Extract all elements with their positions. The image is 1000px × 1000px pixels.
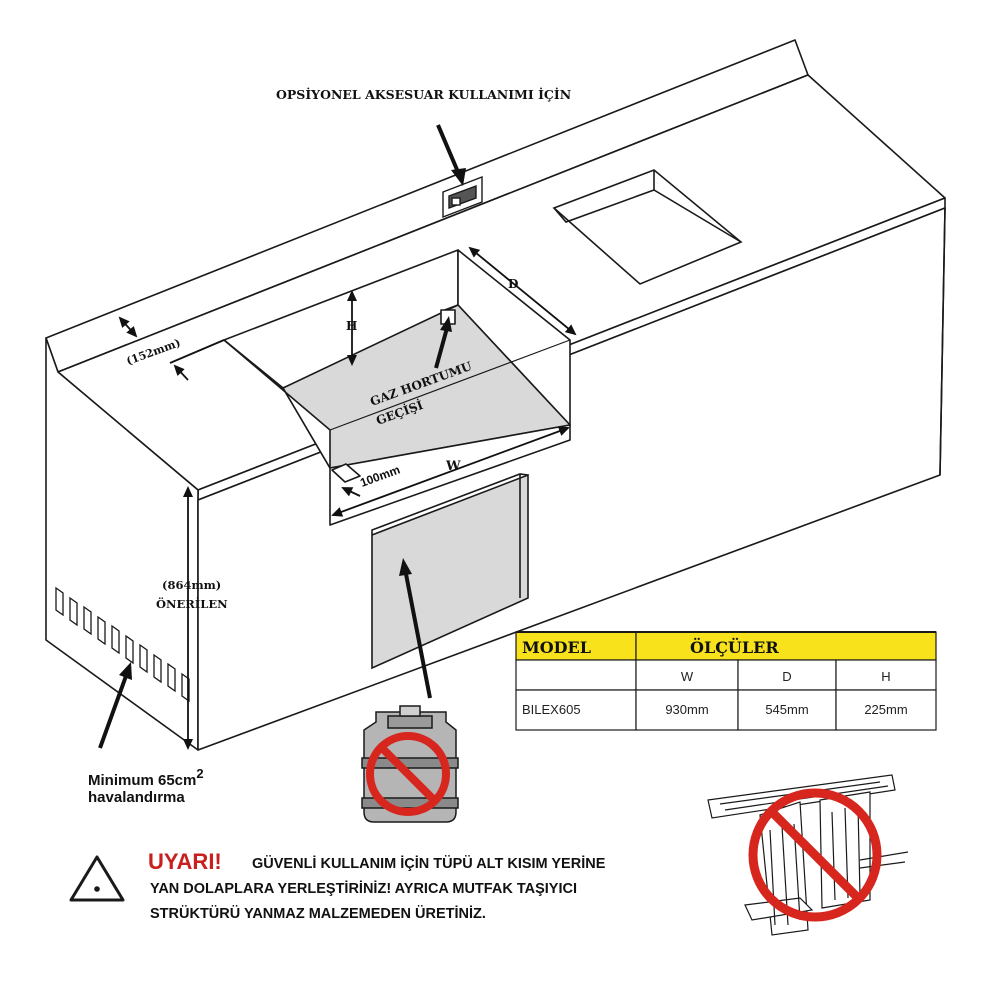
table-cell-model: BILEX605 [522,702,581,717]
table-subheader-h: H [881,669,890,684]
table-cell-w: 930mm [665,702,708,717]
warning-line1: GÜVENLİ KULLANIM İÇİN TÜPÜ ALT KISIM YER… [252,855,606,872]
warning-title: UYARI! [148,849,222,874]
h-label: H [346,319,357,333]
pointer-arrows [98,124,466,749]
warning-line3: STRÜKTÜRÜ YANMAZ MALZEMEDEN ÜRETİNİZ. [150,905,486,922]
recommended-label: ÖNERİLEN [156,597,228,611]
accessory-label: OPSİYONEL AKSESUAR KULLANIMI İÇİN [276,87,571,102]
vent-slots [55,586,190,703]
warning-line2: YAN DOLAPLARA YERLEŞTİRİNİZ! AYRICA MUTF… [150,880,577,897]
ventilation-label-line2: havalandırma [88,789,185,806]
prohibited-icon [748,788,882,922]
warning-triangle-icon [69,855,125,902]
w-label: W [445,459,461,474]
d-label: D [508,277,518,291]
prohibited-icon [366,732,450,816]
ventilation-label-line1: Minimum 65cm2 [88,766,204,789]
accessory-bracket-icon [442,175,483,219]
height-864-label: (864mm) [162,578,221,592]
superscript: 2 [196,766,203,781]
table-cell-d: 545mm [765,702,808,717]
table-subheader-w: W [681,669,694,684]
dimension-arrows [118,246,577,750]
table-subheader-d: D [782,669,791,684]
table-header-dimensions: ÖLÇÜLER [690,637,779,657]
dimensions-table: MODEL ÖLÇÜLER W D H BILEX605 930mm 545mm… [515,631,937,731]
sink-cutout [552,169,743,285]
table-header-model: MODEL [522,638,591,657]
table-cell-h: 225mm [864,702,907,717]
